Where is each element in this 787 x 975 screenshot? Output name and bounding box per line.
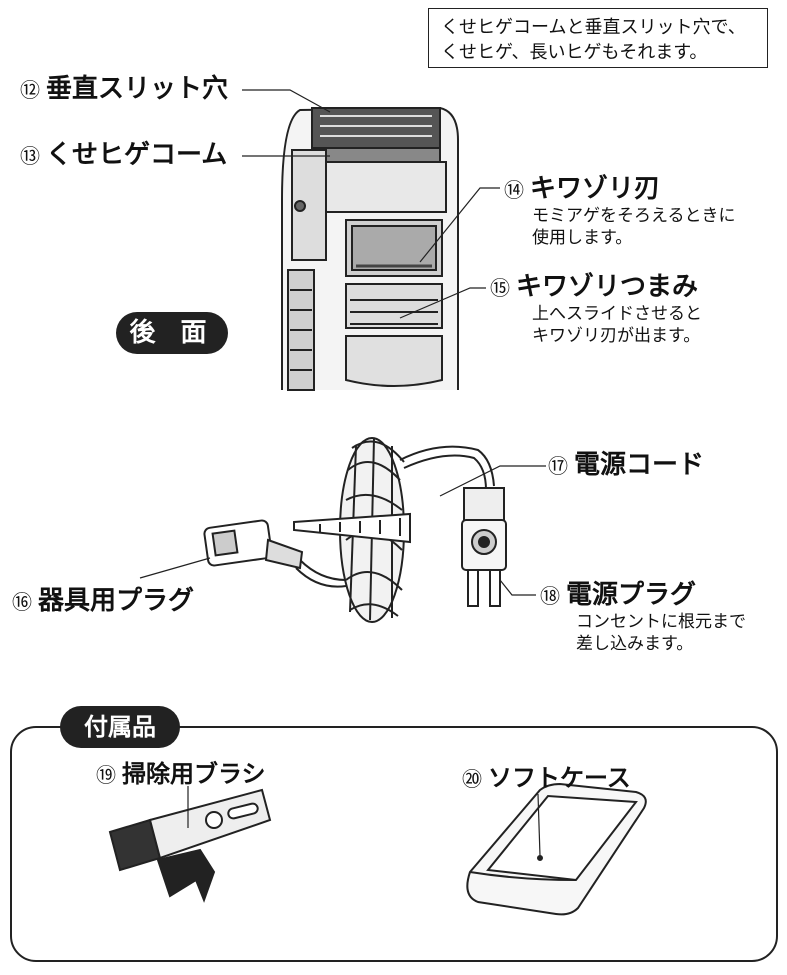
shaver-rear-illustration [281, 106, 459, 391]
note-line-1: くせヒゲコームと垂直スリット穴で、 [441, 17, 746, 38]
part-name-18: 電源プラグ [566, 580, 697, 610]
note-line-2: くせヒゲ、長いヒゲもそれます。 [441, 42, 708, 63]
part-desc-15-line2: キワゾリ刃が出ます。 [532, 326, 701, 346]
part-desc-18-line2: 差し込みます。 [576, 634, 694, 654]
part-name-14: キワゾリ刃 [530, 174, 661, 204]
part-number-12: ⑫ [20, 78, 40, 102]
part-number-13: ⑬ [20, 144, 40, 168]
part-number-19: ⑲ [96, 763, 116, 787]
accessories-badge: 付属品 [60, 706, 180, 748]
part-desc-14-line1: モミアゲをそろえるときに [532, 206, 736, 226]
soft-case-illustration [466, 782, 647, 916]
part-number-20: ⑳ [462, 767, 482, 791]
part-name-12: 垂直スリット穴 [46, 74, 229, 104]
cleaning-brush-illustration [108, 788, 272, 903]
part-name-16: 器具用プラグ [38, 586, 195, 616]
part-name-20: ソフトケース [488, 764, 631, 792]
part-desc-15-line1: 上へスライドさせると [532, 304, 702, 324]
part-number-14: ⑭ [504, 178, 524, 202]
part-name-13: くせヒゲコーム [46, 140, 228, 170]
part-name-15: キワゾリつまみ [516, 272, 699, 302]
rear-view-badge: 後 面 [116, 312, 228, 354]
part-name-17: 電源コード [574, 450, 705, 480]
part-desc-18-line1: コンセントに根元まで [576, 612, 746, 632]
leader-lines-top [242, 89, 500, 319]
leader-lines-middle [139, 465, 546, 596]
power-cord-illustration [203, 437, 507, 623]
part-number-18: ⑱ [540, 584, 560, 608]
part-number-16: ⑯ [12, 590, 32, 614]
accessories-panel [10, 726, 778, 962]
leader-line-case [537, 793, 541, 857]
feature-note-box: くせヒゲコームと垂直スリット穴で、 くせヒゲ、長いヒゲもそれます。 [428, 8, 768, 68]
part-number-15: ⑮ [490, 276, 510, 300]
part-desc-14-line2: 使用します。 [532, 228, 633, 248]
part-name-19: 掃除用ブラシ [122, 760, 266, 788]
part-number-17: ⑰ [548, 454, 568, 478]
